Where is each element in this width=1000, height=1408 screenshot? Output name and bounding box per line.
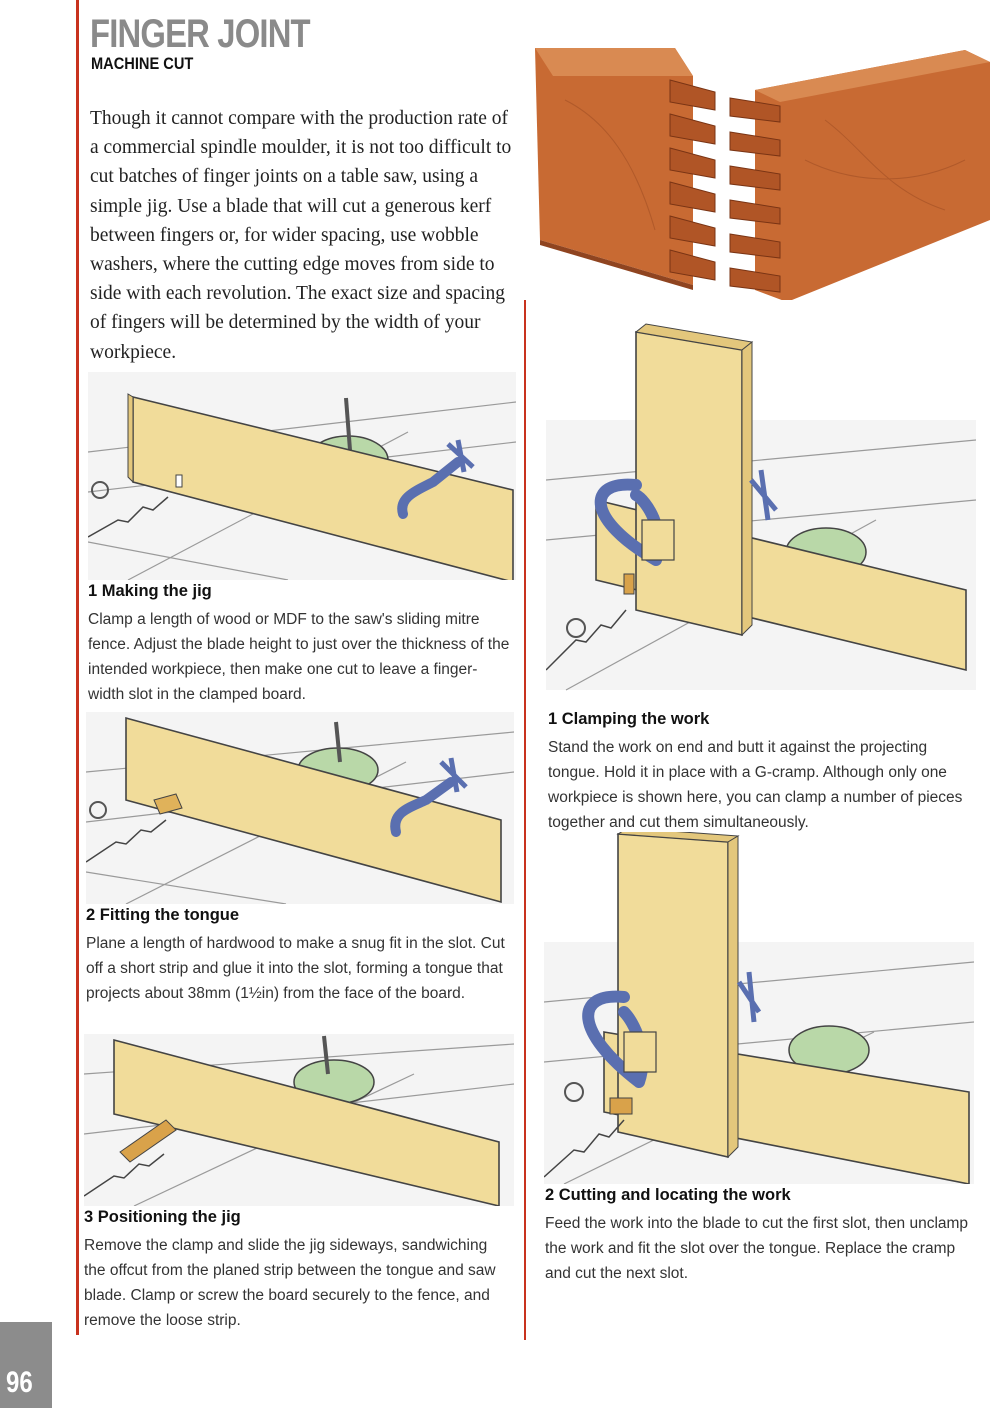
step-making-jig-illustration [88,372,516,580]
step-title: 3 Positioning the jig [84,1208,241,1226]
page-number: 96 [6,1366,33,1399]
step-text: Remove the clamp and slide the jig sidew… [84,1237,496,1329]
step-text: Clamp a length of wood or MDF to the saw… [88,611,510,703]
step-cutting-locating-illustration [544,832,974,1184]
step-title: 2 Cutting and locating the work [545,1186,791,1204]
page-title: FINGER JOINT [90,12,311,56]
step-positioning-jig-illustration [84,1034,514,1206]
step-title: 1 Making the jig [88,582,212,600]
intro-paragraph: Though it cannot compare with the produc… [90,108,512,363]
step-text: Plane a length of hardwood to make a snu… [86,935,505,1002]
finger-joint-illustration [535,48,990,300]
step-fitting-tongue-illustration [86,712,514,904]
page-subtitle: MACHINE CUT [91,54,194,73]
step-title: 2 Fitting the tongue [86,906,240,924]
step-text: Stand the work on end and butt it agains… [548,739,963,831]
step-clamping-work-illustration [546,323,976,691]
step-text: Feed the work into the blade to cut the … [545,1215,969,1282]
page-number-tab [0,1322,52,1408]
step-title: 1 Clamping the work [548,710,710,728]
left-margin-rule [76,0,79,1335]
center-column-rule [524,300,526,1340]
